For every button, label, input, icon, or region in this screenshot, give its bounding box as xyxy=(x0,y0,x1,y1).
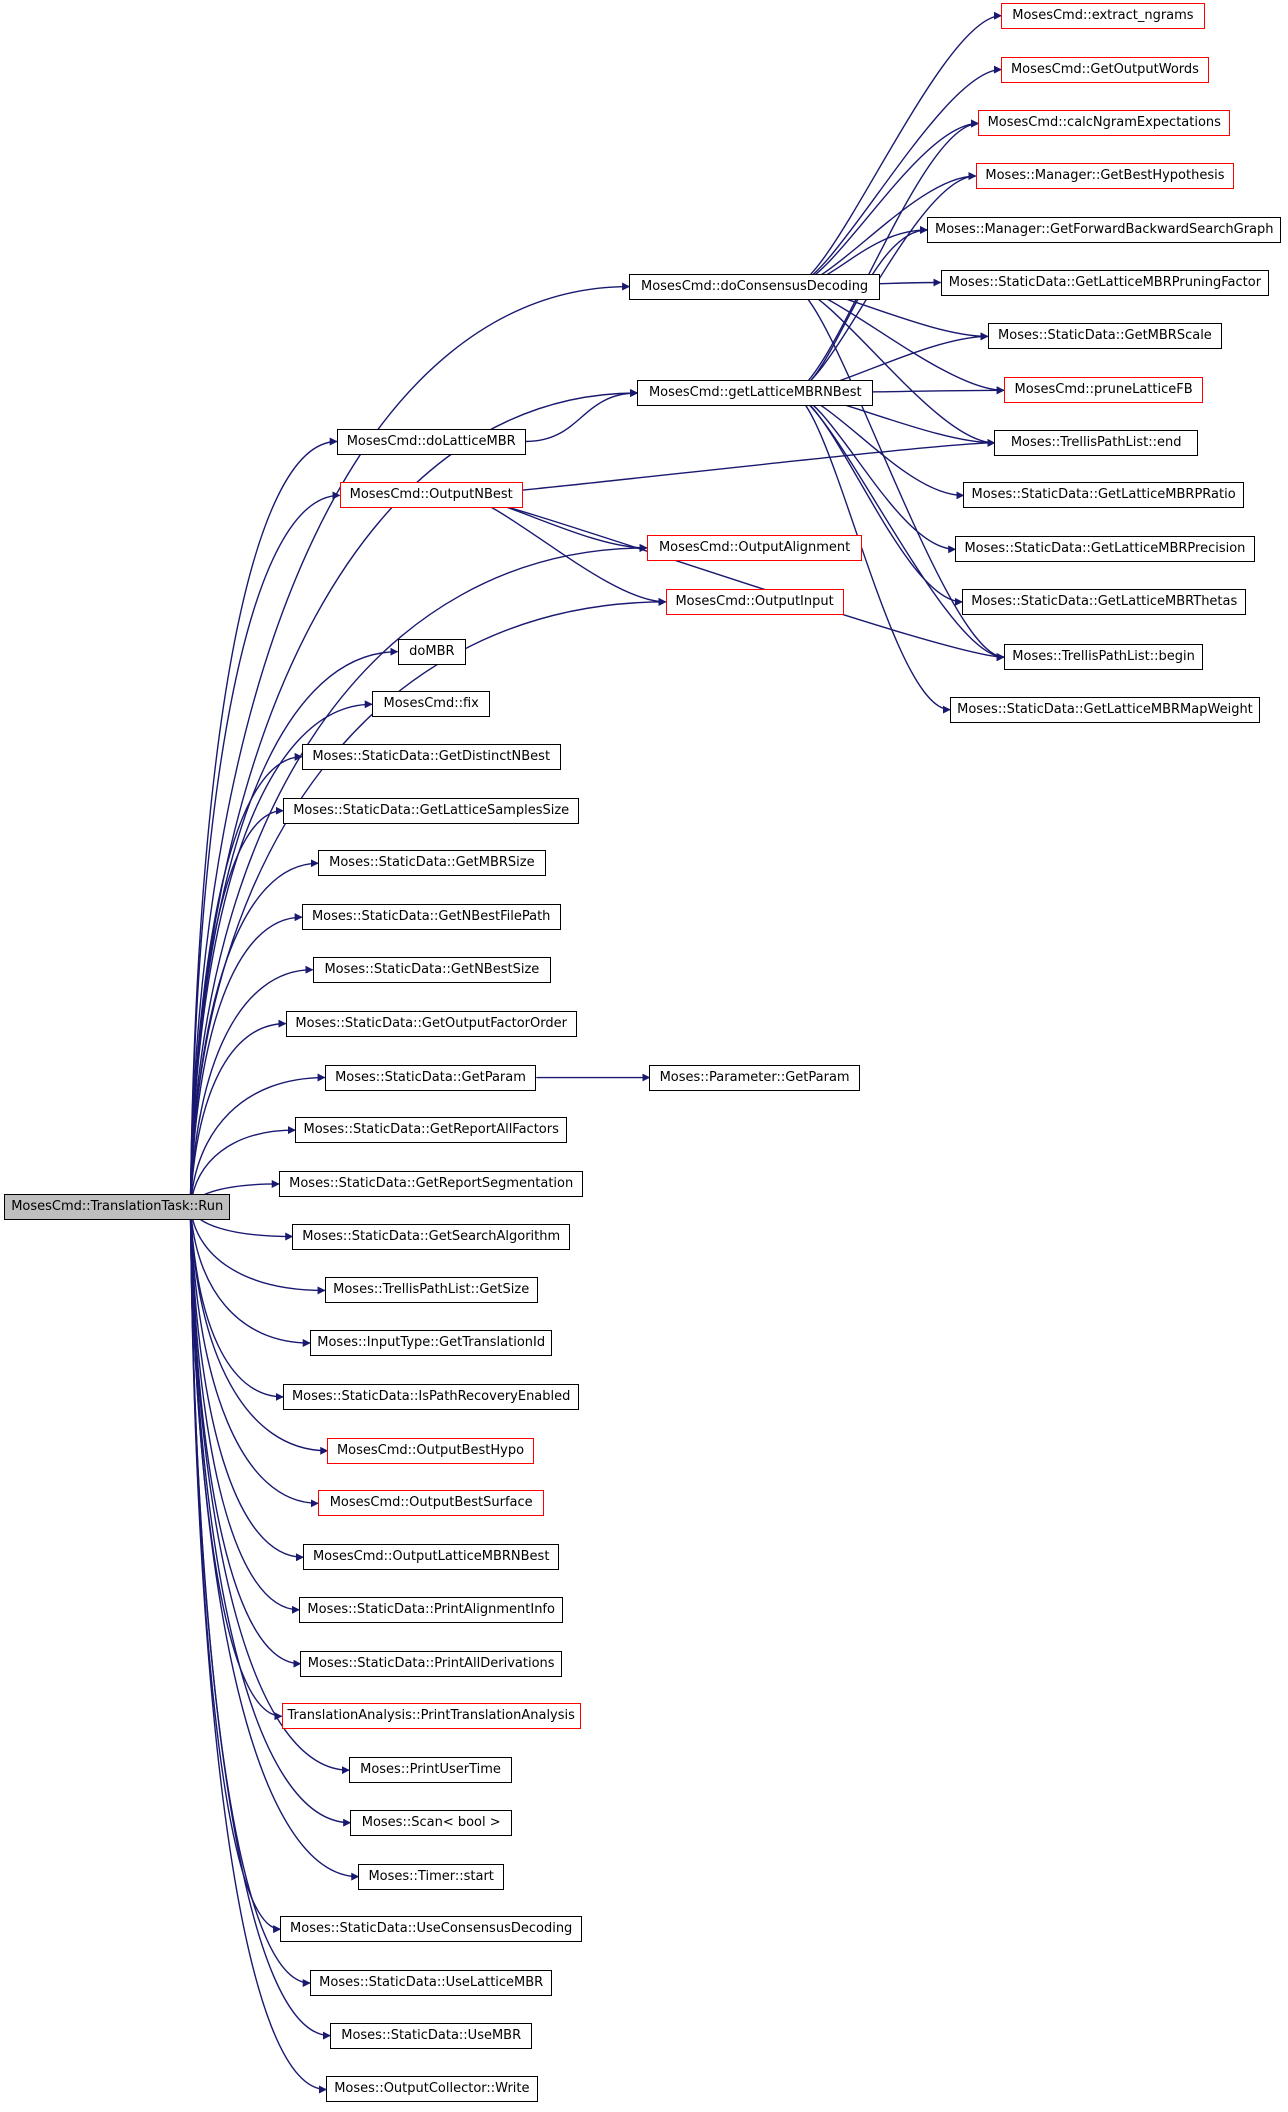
node-getmbrsize[interactable]: Moses::StaticData::GetMBRSize xyxy=(318,850,546,877)
node-getlatticesamplessize[interactable]: Moses::StaticData::GetLatticeSamplesSize xyxy=(282,797,580,824)
node-getlatticembrthetas[interactable]: Moses::StaticData::GetLatticeMBRThetas xyxy=(962,588,1247,615)
node-getoutputfactororder[interactable]: Moses::StaticData::GetOutputFactorOrder xyxy=(285,1010,577,1037)
edge-root-to-GetNBestSize xyxy=(189,965,314,1207)
node-getlatticembrpruningfactor[interactable]: Moses::StaticData::GetLatticeMBRPruningF… xyxy=(940,269,1270,296)
node-staticdata-getparam[interactable]: Moses::StaticData::GetParam xyxy=(324,1064,537,1091)
edge-root-to-OutputNBest xyxy=(189,491,341,1207)
edge-doLatticeMBR-to-getLatticeMBRNBest xyxy=(525,389,639,443)
node-printallderivations[interactable]: Moses::StaticData::PrintAllDerivations xyxy=(300,1650,562,1677)
node-gettranslationid[interactable]: Moses::InputType::GetTranslationId xyxy=(309,1329,553,1356)
edge-root-to-UseLatticeMBR xyxy=(189,1206,311,1988)
node-printusertime[interactable]: Moses::PrintUserTime xyxy=(349,1757,513,1784)
edge-root-to-GetLatticeSamplesSize xyxy=(189,806,284,1207)
node-getlatticembrmapweight[interactable]: Moses::StaticData::GetLatticeMBRMapWeigh… xyxy=(949,696,1260,723)
node-outputbesthypo[interactable]: MosesCmd::OutputBestHypo xyxy=(327,1437,534,1464)
edge-root-to-GetNBestFilePath xyxy=(189,913,303,1207)
node-getmbrscale[interactable]: Moses::StaticData::GetMBRScale xyxy=(987,323,1223,350)
node-getlatticembrnbest[interactable]: MosesCmd::getLatticeMBRNBest xyxy=(637,379,874,406)
node-outputcollector-write[interactable]: Moses::OutputCollector::Write xyxy=(326,2076,538,2103)
node-printtranslationanalysis[interactable]: TranslationAnalysis::PrintTranslationAna… xyxy=(281,1703,581,1730)
node-printalignmentinfo[interactable]: Moses::StaticData::PrintAlignmentInfo xyxy=(299,1596,564,1623)
edge-root-to-Write xyxy=(189,1206,327,2094)
node-outputinput[interactable]: MosesCmd::OutputInput xyxy=(665,588,844,615)
node-getnbestfilepath[interactable]: Moses::StaticData::GetNBestFilePath xyxy=(301,904,561,931)
edge-OutputNBest-to-TrellisEnd xyxy=(458,438,996,497)
node-outputalignment[interactable]: MosesCmd::OutputAlignment xyxy=(646,534,863,561)
node-getlatticembrpratio[interactable]: Moses::StaticData::GetLatticeMBRPRatio xyxy=(963,482,1244,509)
node-getreportsegmentation[interactable]: Moses::StaticData::GetReportSegmentation xyxy=(278,1170,584,1197)
edge-root-to-GetTranslationId xyxy=(189,1206,311,1347)
edge-root-to-doConsensusDecoding xyxy=(189,282,631,1207)
edge-root-to-GetMBRSize xyxy=(189,859,319,1207)
edge-root-to-GetReportAllFactors xyxy=(189,1126,296,1207)
node-scan-bool[interactable]: Moses::Scan< bool > xyxy=(350,1809,513,1836)
edge-root-to-PrintAlignmentInfo xyxy=(189,1206,300,1614)
node-getnbestsize[interactable]: Moses::StaticData::GetNBestSize xyxy=(312,956,552,983)
edge-doConsensusDecoding-to-GetOutputWords xyxy=(792,65,1002,288)
node-getsearchalgorithm[interactable]: Moses::StaticData::GetSearchAlgorithm xyxy=(292,1223,570,1250)
edge-root-to-GetOutputFactorOrder xyxy=(189,1019,287,1207)
edge-root-to-GetSize xyxy=(189,1206,326,1295)
node-prunelatticefb[interactable]: MosesCmd::pruneLatticeFB xyxy=(1003,377,1204,404)
edge-root-to-OutputLatticeMBRNBest xyxy=(189,1206,304,1562)
node-getreportallfactors[interactable]: Moses::StaticData::GetReportAllFactors xyxy=(295,1117,568,1144)
edge-root-to-ScanBool xyxy=(189,1206,352,1827)
node-outputlatticembrnbest[interactable]: MosesCmd::OutputLatticeMBRNBest xyxy=(303,1544,560,1571)
edge-root-to-UseMBR xyxy=(189,1206,331,2040)
node-timer-start[interactable]: Moses::Timer::start xyxy=(358,1863,504,1890)
node-doconsensusdecoding[interactable]: MosesCmd::doConsensusDecoding xyxy=(629,273,880,300)
edge-root-to-PrintUserTime xyxy=(189,1206,350,1775)
node-getbesthypothesis[interactable]: Moses::Manager::GetBestHypothesis xyxy=(975,163,1235,190)
node-getdistinctnbest[interactable]: Moses::StaticData::GetDistinctNBest xyxy=(301,743,561,770)
node-outputnbest[interactable]: MosesCmd::OutputNBest xyxy=(339,482,523,509)
edge-getLatticeMBRNBest-to-calcNgramExpectations xyxy=(790,119,980,394)
node-getoutputwords[interactable]: MosesCmd::GetOutputWords xyxy=(1001,56,1209,83)
node-outputbestsurface[interactable]: MosesCmd::OutputBestSurface xyxy=(318,1490,545,1517)
edge-doConsensusDecoding-to-extract_ngrams xyxy=(792,11,1002,288)
node-fix[interactable]: MosesCmd::fix xyxy=(371,691,491,718)
node-useconsensusdecoding[interactable]: Moses::StaticData::UseConsensusDecoding xyxy=(280,1916,583,1943)
node-parameter-getparam[interactable]: Moses::Parameter::GetParam xyxy=(649,1064,860,1091)
node-trellispathlist-begin[interactable]: Moses::TrellisPathList::begin xyxy=(1003,644,1204,671)
edge-getLatticeMBRNBest-to-TrellisBegin xyxy=(790,392,1005,662)
node-uselatticembr[interactable]: Moses::StaticData::UseLatticeMBR xyxy=(309,1970,553,1997)
edge-root-to-TimerStart xyxy=(189,1206,360,1881)
node-getlatticembrprecision[interactable]: Moses::StaticData::GetLatticeMBRPrecisio… xyxy=(955,536,1255,563)
edge-getLatticeMBRNBest-to-GetLatticeMBRPrecision xyxy=(790,392,957,554)
edge-root-to-OutputBestHypo xyxy=(189,1206,329,1455)
node-calcngramexpectations[interactable]: MosesCmd::calcNgramExpectations xyxy=(978,110,1231,137)
node-trellispathlist-end[interactable]: Moses::TrellisPathList::end xyxy=(994,429,1198,456)
node-ispathrecoveryenabled[interactable]: Moses::StaticData::IsPathRecoveryEnabled xyxy=(282,1383,580,1410)
node-extract-ngrams[interactable]: MosesCmd::extract_ngrams xyxy=(1001,2,1205,29)
node-trellispathlist-getsize[interactable]: Moses::TrellisPathList::GetSize xyxy=(324,1277,538,1304)
node-root-translationtask-run[interactable]: MosesCmd::TranslationTask::Run xyxy=(4,1193,231,1220)
node-dombr[interactable]: doMBR xyxy=(397,638,467,665)
edge-doConsensusDecoding-to-pruneLatticeFB xyxy=(792,285,1005,395)
node-getforwardbackwardsearchgraph[interactable]: Moses::Manager::GetForwardBackwardSearch… xyxy=(927,216,1282,243)
edge-doConsensusDecoding-to-TrellisBegin xyxy=(792,285,1005,662)
edge-getLatticeMBRNBest-to-GetLatticeMBRMapWeight xyxy=(790,392,951,714)
edge-root-to-GetParam xyxy=(189,1073,326,1207)
edge-root-to-OutputBestSurface xyxy=(189,1206,319,1508)
node-usembr[interactable]: Moses::StaticData::UseMBR xyxy=(330,2022,533,2049)
edge-root-to-OutputAlignment xyxy=(189,543,648,1207)
node-dolatticembr[interactable]: MosesCmd::doLatticeMBR xyxy=(336,428,526,455)
